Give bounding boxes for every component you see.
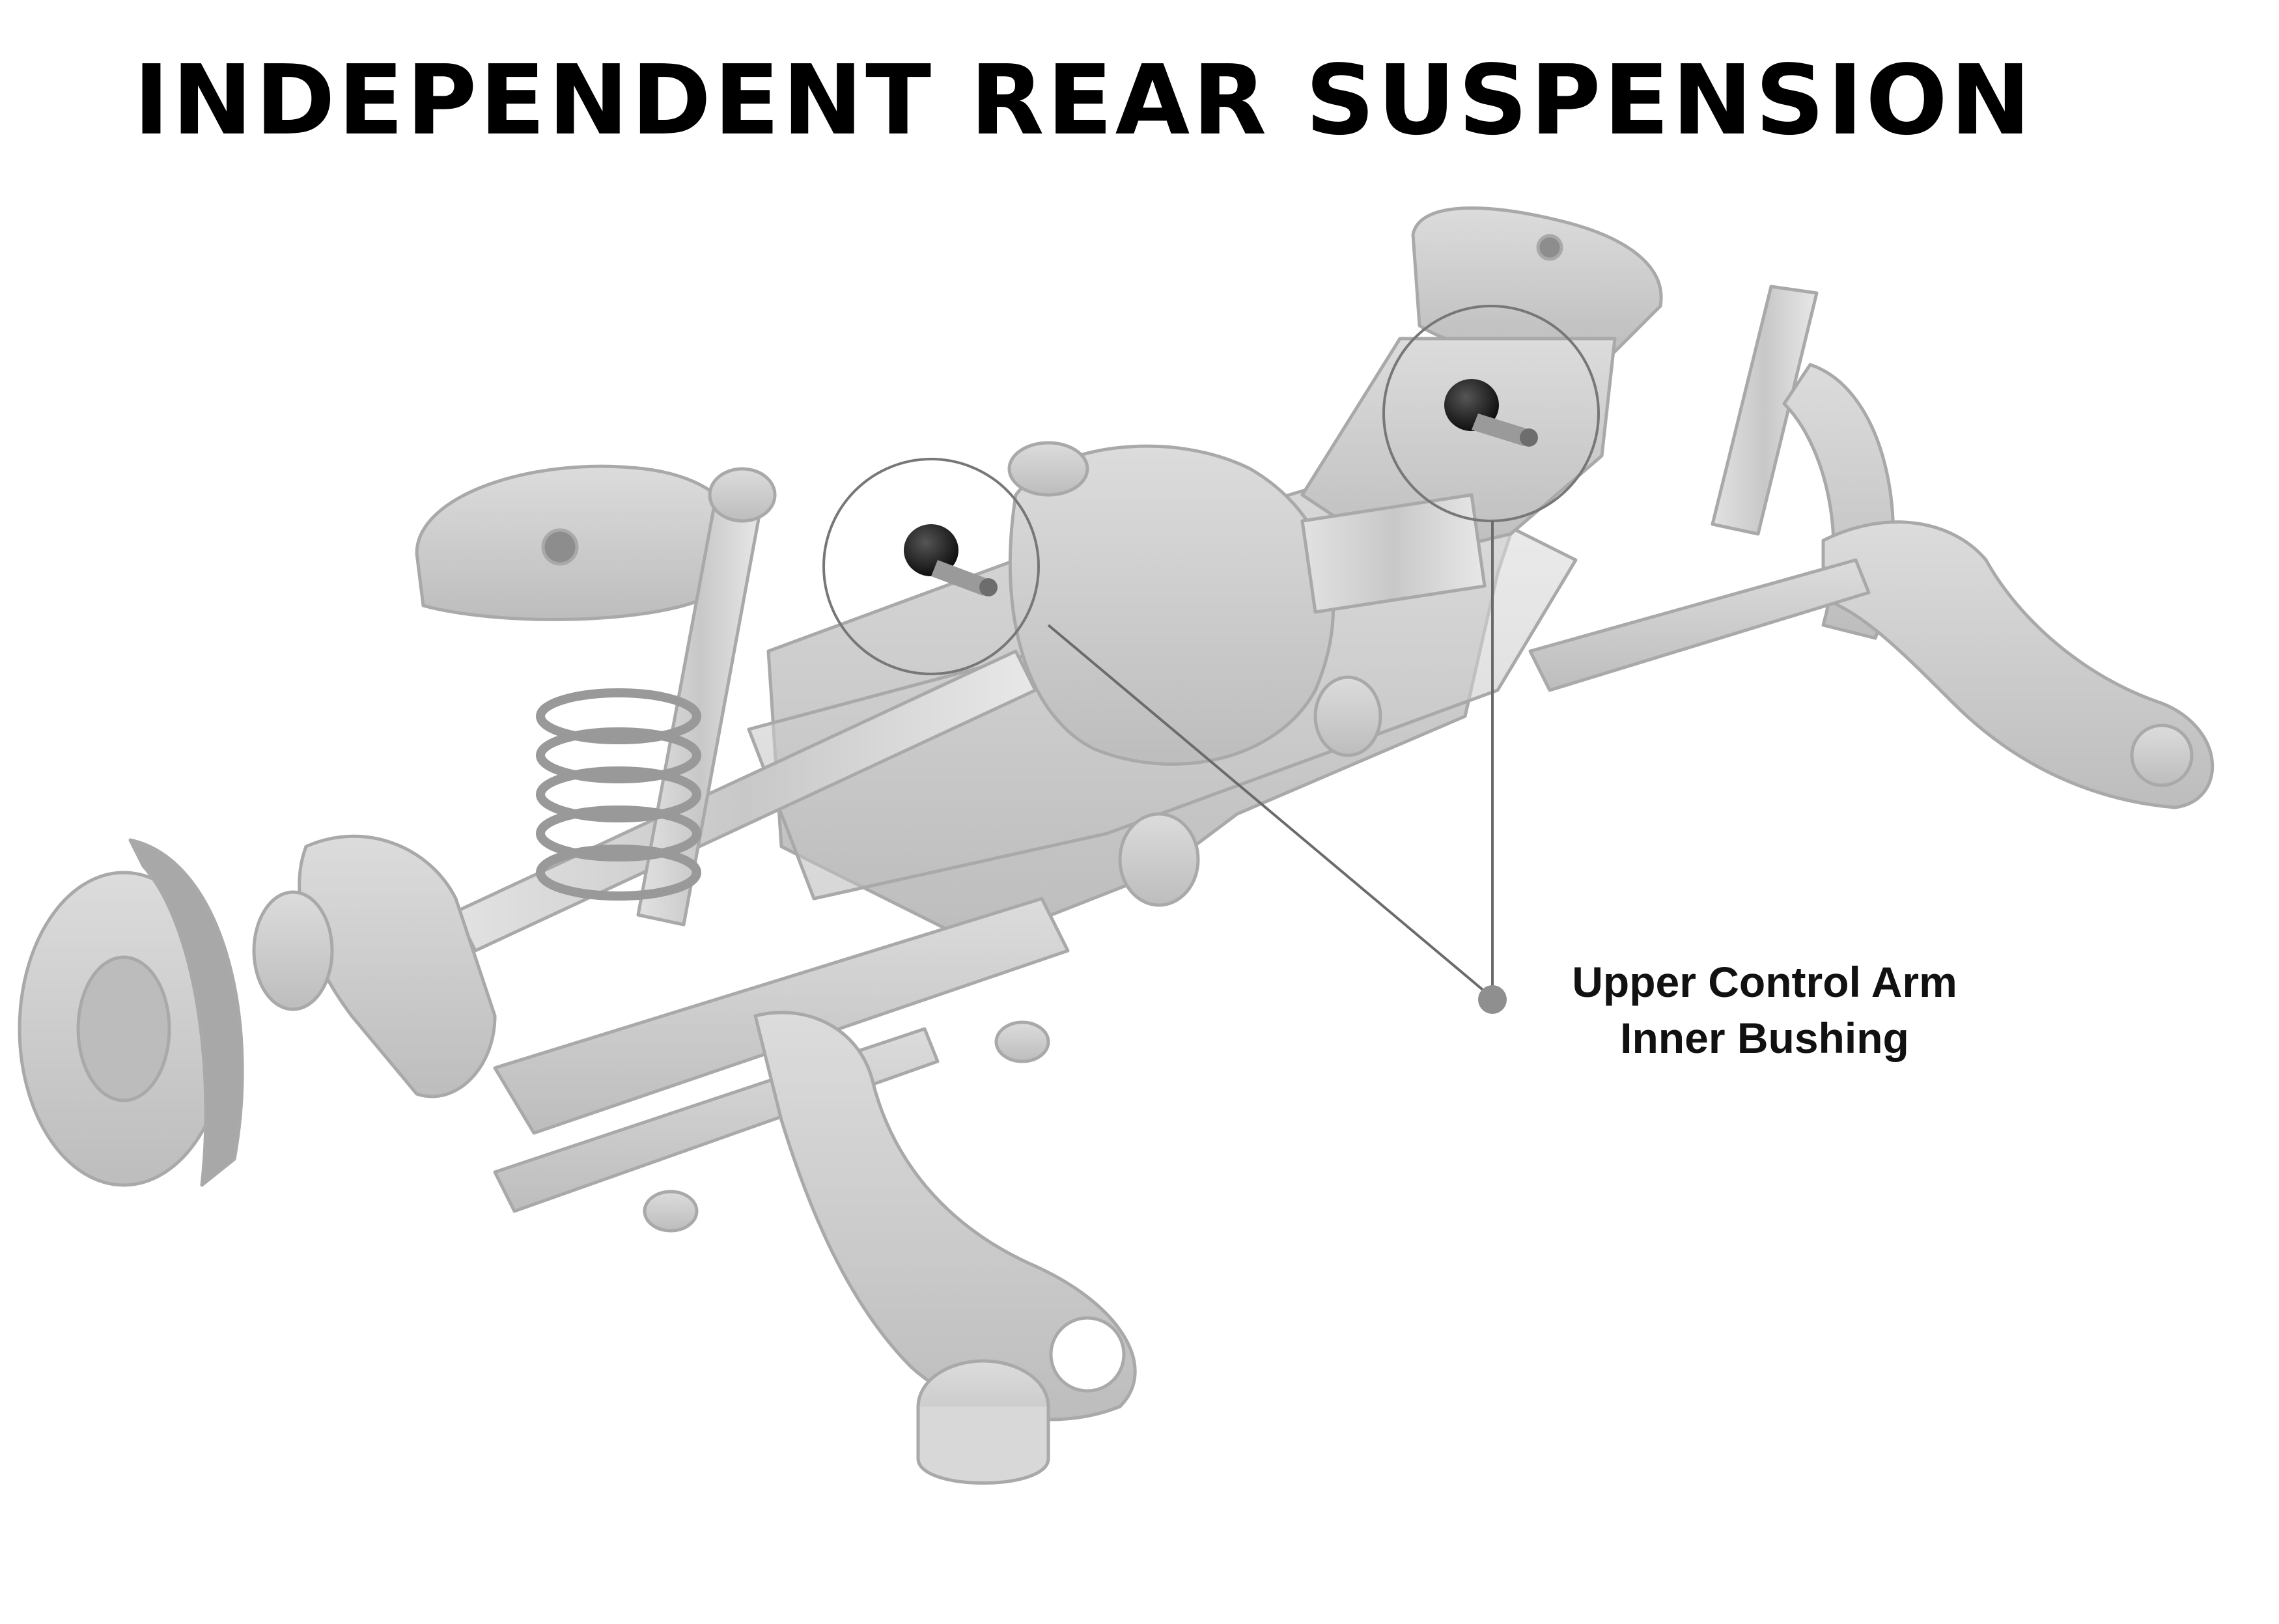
right-trailing-arm [1821,520,2215,809]
highlight-circle-left [822,458,1040,675]
left-trailing-arm [753,1011,1137,1421]
upper-control-arm-inner-bushing-right [1444,379,1538,447]
right-axle-boot [1300,493,1487,614]
left-spring-seat [415,464,745,621]
differential [1008,444,1335,766]
loose-bushing [1313,675,1382,757]
loose-bushing [643,1190,699,1233]
callout-line-2: Inner Bushing [1620,1014,1909,1062]
upper-control-arm-inner-bushing-left [904,524,998,596]
left-dust-shield [128,838,244,1187]
leader-line-left [1047,624,1496,1001]
right-lower-arm [1528,558,1871,692]
loose-bushing [994,1020,1050,1063]
right-spring-seat [1411,206,1663,359]
page-title: INDEPENDENT REAR SUSPENSION [133,44,2034,156]
left-hub [252,890,334,1011]
callout-line-1: Upper Control Arm [1572,958,1957,1006]
leader-endpoint [1478,985,1507,1014]
coil-spring [536,688,701,901]
loose-bushing [1118,812,1200,907]
right-shock [1711,285,1819,536]
callout-label: Upper Control Arm Inner Bushing [1465,954,2064,1066]
